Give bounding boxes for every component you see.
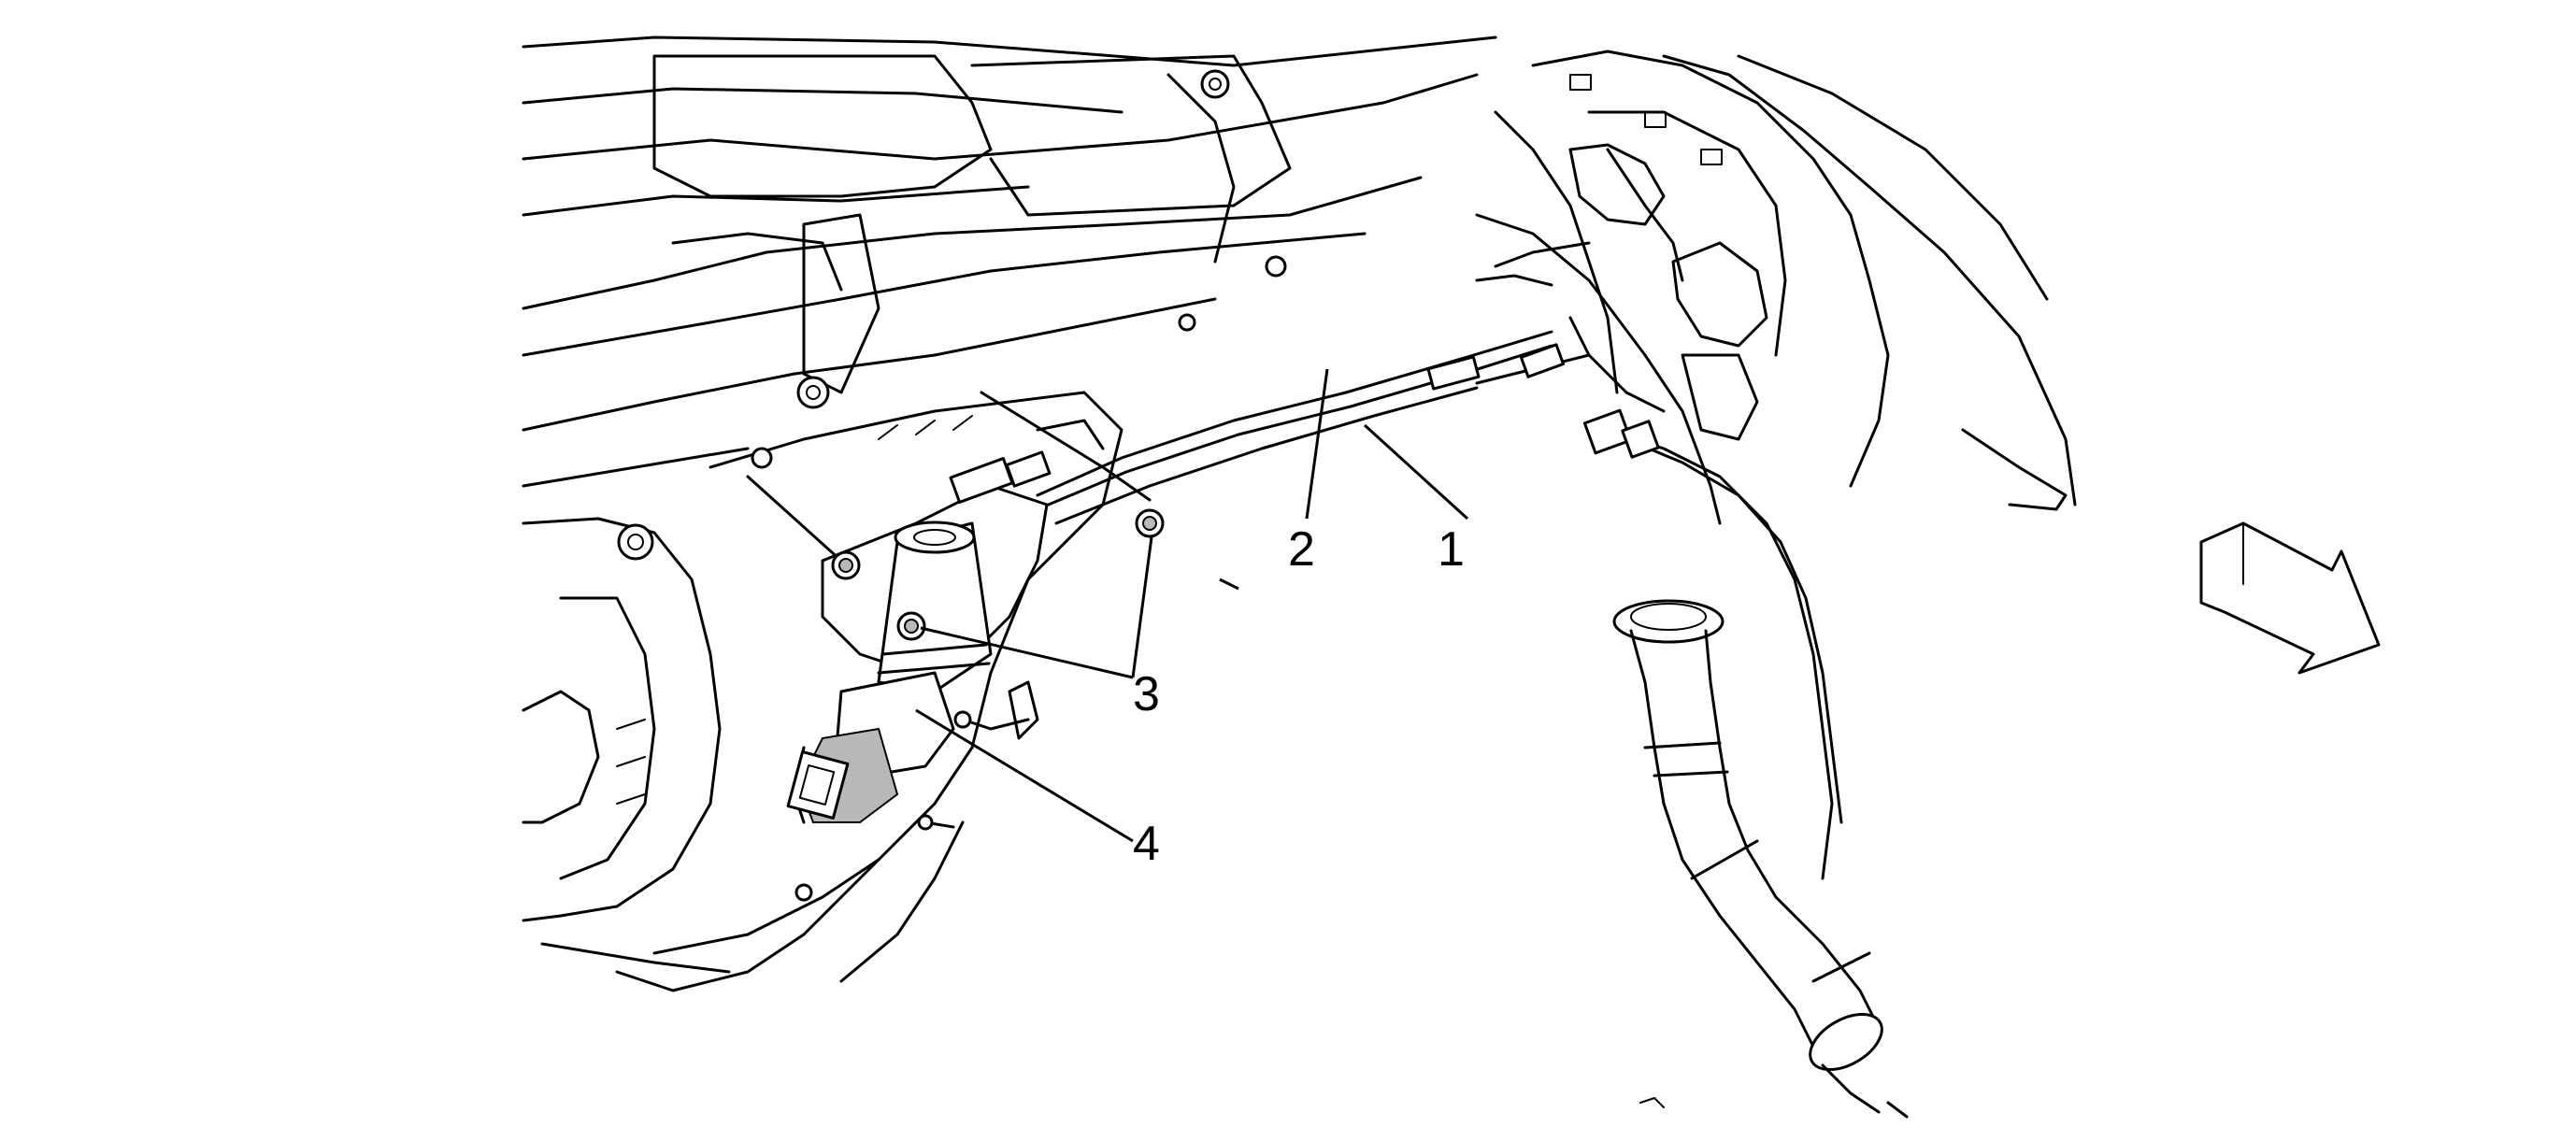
fuel-lines: [1036, 241, 1843, 880]
leader-3b: [1131, 536, 1153, 678]
callout-1: 1: [1438, 522, 1465, 577]
leader-2: [1305, 368, 1329, 520]
leader-3a: [920, 626, 1134, 679]
vehicle-underbody-frame: [522, 36, 1497, 992]
callout-2: 2: [1288, 522, 1315, 577]
fuel-pump-assembly: [786, 419, 1105, 824]
fuel-filler-neck: [1612, 599, 1909, 1119]
callout-4: 4: [1133, 817, 1160, 871]
leader-4: [915, 708, 1134, 843]
callout-labels: 1 2 3 4: [1133, 522, 1465, 871]
leader-1: [1363, 423, 1469, 521]
fasteners: [746, 391, 1239, 831]
leader-lines: [915, 368, 1469, 843]
callout-3: 3: [1133, 667, 1160, 721]
drawing-mark: [1639, 1097, 1665, 1108]
direction-arrow-icon: [2199, 521, 2381, 675]
rear-quarter-panel: [1475, 50, 2077, 525]
